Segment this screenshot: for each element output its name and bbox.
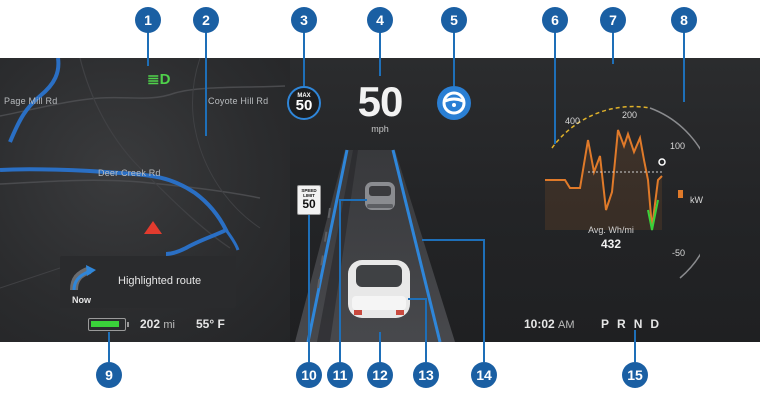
gear-p: P xyxy=(601,317,610,331)
lane-visualization xyxy=(295,149,455,342)
callout-badge: 4 xyxy=(367,7,393,33)
callout-line xyxy=(205,32,207,136)
callout-badge: 9 xyxy=(96,362,122,388)
map-roads xyxy=(0,58,286,289)
gear-d: D xyxy=(650,317,660,331)
callout-line xyxy=(612,32,614,64)
callout-line xyxy=(425,298,427,362)
clock: 10:02 AM xyxy=(524,317,575,331)
callout-badge: 2 xyxy=(193,7,219,33)
battery-icon xyxy=(88,318,126,331)
callout-badge: 1 xyxy=(135,7,161,33)
power-scale-label: -50 xyxy=(672,248,686,258)
road-label: Deer Creek Rd xyxy=(98,168,161,178)
callout-badge: 11 xyxy=(327,362,353,388)
battery-terminal xyxy=(127,322,129,327)
avg-consumption-label: Avg. Wh/mi xyxy=(588,225,634,235)
max-speed-value: 50 xyxy=(295,97,313,114)
power-scale-label: 100 xyxy=(670,141,686,151)
avg-consumption-value: 432 xyxy=(600,237,622,251)
callout-line xyxy=(108,332,110,362)
speed-limit-sign-text: SPEED LIMIT xyxy=(301,188,317,198)
speed-limit-sign-value: 50 xyxy=(302,197,316,211)
clock-time: 10:02 xyxy=(524,317,555,331)
power-unit-label: kW xyxy=(690,195,703,205)
callout-line xyxy=(147,32,149,66)
callout-badge: 15 xyxy=(622,362,648,388)
callout-line xyxy=(339,199,367,201)
callout-badge: 14 xyxy=(471,362,497,388)
clock-ampm: AM xyxy=(558,319,575,331)
gear-n: N xyxy=(633,317,643,331)
own-vehicle xyxy=(348,260,410,318)
power-scale-label: 400 xyxy=(565,116,581,126)
callout-line xyxy=(554,32,556,144)
road-label: Page Mill Rd xyxy=(4,96,58,106)
callout-badge: 8 xyxy=(671,7,697,33)
lane-line-right xyxy=(391,149,442,342)
max-label: MAX xyxy=(297,93,311,99)
outside-temperature: 55° F xyxy=(196,317,225,331)
callout-badge: 3 xyxy=(291,7,317,33)
callout-badge: 7 xyxy=(600,7,626,33)
gear-r: R xyxy=(617,317,626,331)
navigation-card[interactable]: Highlighted route Now xyxy=(60,256,236,308)
callout-badge: 6 xyxy=(542,7,568,33)
headlight-icon: ≣D xyxy=(147,71,171,88)
vehicle-position-marker xyxy=(144,221,162,234)
turn-arrow-icon xyxy=(70,265,96,291)
callout-line xyxy=(379,332,381,362)
callout-line xyxy=(422,239,485,241)
battery-level-fill xyxy=(91,321,119,327)
callout-line xyxy=(379,32,381,76)
speed-unit: mph xyxy=(371,124,389,134)
callout-badge: 13 xyxy=(413,362,439,388)
callout-line xyxy=(634,330,636,362)
callout-badge: 5 xyxy=(441,7,467,33)
callout-line xyxy=(339,199,341,362)
nav-time: Now xyxy=(72,295,91,305)
callout-line xyxy=(308,215,310,362)
instrument-cluster-display: Page Mill Rd Coyote Hill Rd Deer Creek R… xyxy=(0,58,760,342)
road-label: Coyote Hill Rd xyxy=(208,96,269,106)
lane-line-left xyxy=(306,149,349,342)
callout-badge: 10 xyxy=(296,362,322,388)
callout-badge: 12 xyxy=(367,362,393,388)
max-speed-sign: MAX 50 xyxy=(287,86,321,120)
callout-line xyxy=(408,298,427,300)
range-display: 202 mi xyxy=(140,317,175,331)
speed-limit-sign: SPEED LIMIT 50 xyxy=(297,185,321,215)
range-value: 202 xyxy=(140,317,161,331)
power-meter-gauge xyxy=(545,105,700,279)
steering-wheel-icon xyxy=(437,86,471,120)
callout-line xyxy=(453,32,455,86)
callout-line xyxy=(303,32,305,86)
callout-line xyxy=(483,239,485,362)
callout-line xyxy=(683,32,685,102)
lead-vehicle xyxy=(365,182,395,210)
range-unit: mi xyxy=(163,319,175,331)
nav-instruction: Highlighted route xyxy=(118,275,202,287)
power-scale-label: 200 xyxy=(622,110,638,120)
current-speed: 50 xyxy=(357,78,404,125)
